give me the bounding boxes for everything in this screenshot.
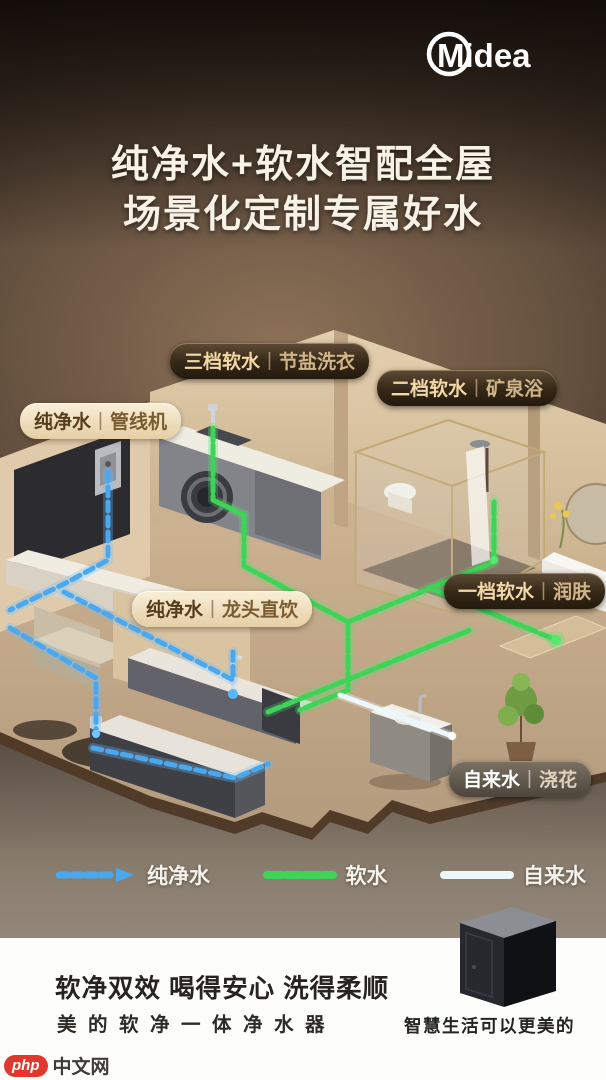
toilet <box>384 483 416 514</box>
footer-product-name: 美的软净一体净水器 <box>57 1014 337 1036</box>
scene-label-laundry: 三档软水 | 节盐洗衣 <box>170 343 369 379</box>
headline-line-2: 场景化定制专属好水 <box>122 194 483 236</box>
label-divider: | <box>541 579 546 601</box>
pipe-tap-water <box>337 692 455 739</box>
label-water-type: 二档软水 <box>391 379 468 400</box>
product-caption: 智慧生活可以更美的 <box>404 1016 575 1036</box>
legend-tap-water: 自来水 <box>440 860 586 890</box>
label-use-case: 浇花 <box>538 770 577 791</box>
midea-ring-icon <box>426 31 472 77</box>
legend-soft-water: 软水 <box>262 860 388 890</box>
scene-label-garden: 自来水 | 浇花 <box>449 761 591 797</box>
tap-water-line-icon <box>440 871 514 879</box>
footer-slogan: 软净双效 喝得安心 洗得柔顺 <box>55 975 390 1003</box>
headline: 纯净水+软水智配全屋 场景化定制专属好水 <box>0 140 606 240</box>
label-divider: | <box>527 767 532 789</box>
water-purifier-product <box>460 907 556 1007</box>
watermark: php 中文网 <box>4 1052 110 1079</box>
label-water-type: 纯净水 <box>34 412 92 433</box>
scene-label-pipeline-machine: 纯净水 | 管线机 <box>20 403 181 439</box>
shower-water <box>466 446 490 566</box>
kitchen-island <box>90 648 318 818</box>
label-use-case: 龙头直饮 <box>221 600 298 621</box>
scene-label-skincare: 一档软水 | 润肤 <box>444 573 605 609</box>
headline-line-1: 纯净水+软水智配全屋 <box>110 144 496 186</box>
potted-plant <box>498 673 544 774</box>
label-water-type: 三档软水 <box>184 352 261 373</box>
label-use-case: 矿泉浴 <box>485 379 543 400</box>
label-use-case: 节盐洗衣 <box>278 352 355 373</box>
midea-logo-text: Midea <box>437 37 531 74</box>
label-water-type: 一档软水 <box>458 582 535 603</box>
label-divider: | <box>267 349 272 371</box>
wall-water-dispenser <box>95 441 121 496</box>
label-divider: | <box>98 409 103 431</box>
legend: 纯净水 软水 自来水 <box>56 860 586 890</box>
scene-label-shower: 二档软水 | 矿泉浴 <box>377 370 557 406</box>
midea-logo: Midea <box>426 31 531 77</box>
label-divider: | <box>474 376 479 398</box>
flowers <box>550 502 570 549</box>
php-badge-icon: php <box>4 1054 48 1077</box>
label-use-case: 润肤 <box>552 582 591 603</box>
legend-label: 纯净水 <box>147 865 210 888</box>
sofa <box>34 606 134 690</box>
legend-label: 软水 <box>345 865 388 888</box>
label-divider: | <box>210 597 215 619</box>
bathroom-divider-wall <box>528 396 540 560</box>
soft-water-line-icon <box>262 871 337 879</box>
pure-water-line-icon <box>56 868 134 882</box>
pipe-pure-water <box>7 469 271 781</box>
label-water-type: 自来水 <box>463 770 521 791</box>
label-use-case: 管线机 <box>109 412 167 433</box>
pipe-nodes <box>92 556 565 740</box>
scene-label-kitchen-faucet: 纯净水 | 龙头直饮 <box>132 591 312 627</box>
shower-fixture <box>466 440 490 566</box>
label-water-type: 纯净水 <box>146 600 204 621</box>
laundry-counter <box>159 426 345 560</box>
legend-pure-water: 纯净水 <box>56 860 210 890</box>
legend-label: 自来水 <box>523 865 586 888</box>
watermark-text: 中文网 <box>52 1057 110 1078</box>
washing-machine <box>181 471 233 523</box>
shower-glass <box>352 418 548 614</box>
